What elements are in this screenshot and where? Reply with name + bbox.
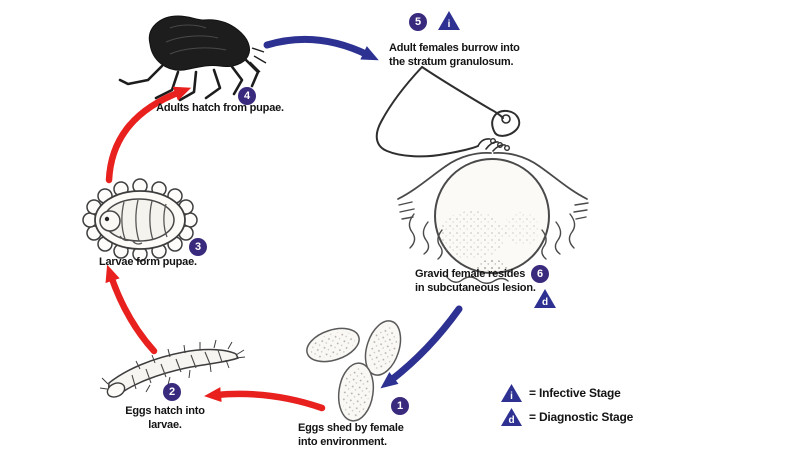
legend-diagnostic-label: = Diagnostic Stage (529, 410, 634, 424)
legend-infective-label: = Infective Stage (529, 386, 621, 400)
caption-line: Gravid female resides (415, 268, 526, 280)
infective-stage-icon: i (438, 11, 460, 30)
step-2-number: 2 (168, 386, 176, 398)
step-5-caption: Adult females burrow into the stratum gr… (389, 41, 520, 69)
step-5-badge: 5 (409, 13, 427, 31)
pupa-illustration (82, 178, 198, 262)
caption-line: Eggs shed by female (298, 422, 404, 434)
step-1-badge: 1 (391, 397, 409, 415)
legend-diagnostic-icon: d (501, 408, 522, 426)
step-6-number: 6 (536, 268, 544, 280)
step-4-badge: 4 (238, 87, 256, 105)
caption-line: Adult females burrow into (389, 42, 520, 54)
step-2-caption: Eggs hatch into larvae. (113, 404, 217, 432)
legend: i = Infective Stage d = Diagnostic Stage (501, 384, 633, 432)
step-3-number: 3 (194, 241, 202, 253)
step-2-badge: 2 (163, 383, 181, 401)
legend-infective-letter: i (510, 391, 513, 402)
step-1-caption: Eggs shed by female into environment. (298, 421, 404, 449)
step-3-caption: Larvae form pupae. (99, 255, 197, 269)
infective-letter: i (447, 19, 451, 30)
legend-diagnostic-row: d = Diagnostic Stage (501, 408, 633, 426)
eggs-illustration (306, 320, 402, 422)
caption-line: the stratum granulosum. (389, 56, 514, 68)
arrow-eggs-to-larva (204, 387, 326, 412)
caption-line: larvae. (148, 419, 182, 431)
caption-line: Larvae form pupae. (99, 256, 197, 268)
arrow-flea-to-burrow (263, 35, 379, 61)
step-1-number: 1 (396, 400, 404, 412)
step-6-caption: Gravid female resides in subcutaneous le… (415, 267, 536, 295)
subcutaneous-lesion-illustration (397, 151, 589, 284)
arrow-larva-to-pupa (105, 264, 158, 355)
legend-diagnostic-letter: d (508, 415, 515, 426)
human-foot-illustration (375, 66, 521, 158)
larva-illustration (99, 339, 246, 398)
arrow-pupa-to-flea (105, 86, 192, 184)
legend-infective-icon: i (501, 384, 522, 402)
step-4-caption: Adults hatch from pupae. (150, 101, 290, 115)
step-5-number: 5 (414, 16, 422, 28)
diagnostic-letter: d (541, 297, 549, 308)
caption-line: Adults hatch from pupae. (156, 102, 284, 114)
step-6-badge: 6 (531, 265, 549, 283)
legend-infective-row: i = Infective Stage (501, 384, 633, 402)
adult-flea-illustration (118, 15, 267, 102)
caption-line: into environment. (298, 436, 387, 448)
arrow-lesion-to-eggs (380, 305, 463, 389)
caption-line: in subcutaneous lesion. (415, 282, 536, 294)
step-4-number: 4 (243, 90, 251, 102)
caption-line: Eggs hatch into (125, 405, 205, 417)
step-3-badge: 3 (189, 238, 207, 256)
diagnostic-stage-icon: d (534, 289, 556, 308)
